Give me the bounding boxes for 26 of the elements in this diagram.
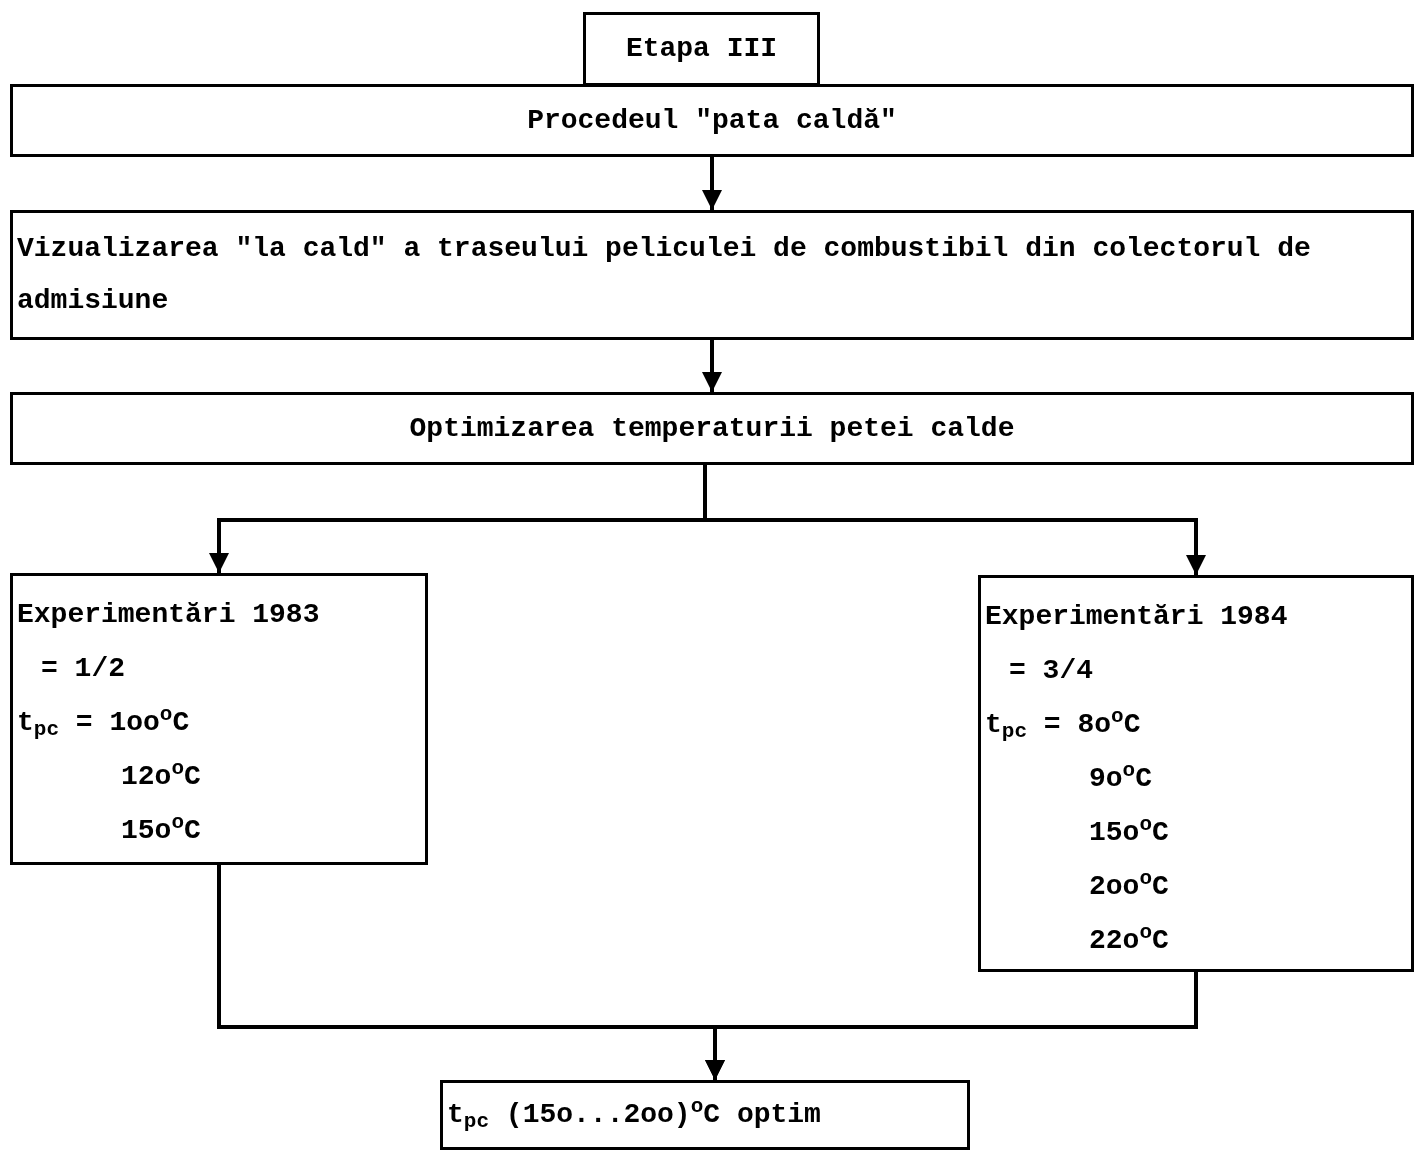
- process-box: [10, 392, 1414, 465]
- process-box: [440, 1080, 970, 1150]
- box-text: Procedeul "pata caldă": [527, 103, 897, 138]
- data-box: [10, 573, 428, 865]
- process-box: [583, 12, 820, 86]
- box-text: = 1/2: [40, 652, 126, 686]
- connector-arrow: [702, 157, 722, 210]
- box-text: 9o$^{o}$C: [1088, 757, 1154, 796]
- box-text: Vizualizarea "la cald" a traseului peliculei de combustibil din colectorul de admisiune: [17, 232, 1312, 318]
- box-text: t$_{pc}$ = 1oo$^{o}$C: [17, 701, 191, 744]
- box-text: 2oo$^{o}$C: [1088, 865, 1170, 904]
- box-text: 12o$^{o}$C: [120, 755, 202, 794]
- box-text: 15o$^{o}$C: [120, 809, 202, 848]
- box-text: Optimizarea temperaturii petei calde: [409, 411, 1015, 446]
- box-text: Experimentări 1984: [985, 600, 1289, 634]
- box-text: t$_{pc}$ = 8o$^{o}$C: [985, 703, 1142, 746]
- box-text: 15o$^{o}$C: [1088, 811, 1170, 850]
- process-box: [10, 210, 1414, 340]
- box-text: Experimentări 1983: [17, 598, 321, 632]
- data-box: [978, 575, 1414, 972]
- process-box: [10, 84, 1414, 157]
- connector-arrow: [702, 340, 722, 392]
- box-text: = 3/4: [1008, 654, 1094, 688]
- box-text: t$_{pc}$ (15o...2oo)$^{o}$C optim: [447, 1093, 821, 1136]
- box-text: 22o$^{o}$C: [1088, 919, 1170, 958]
- box-text: Etapa III: [625, 32, 778, 66]
